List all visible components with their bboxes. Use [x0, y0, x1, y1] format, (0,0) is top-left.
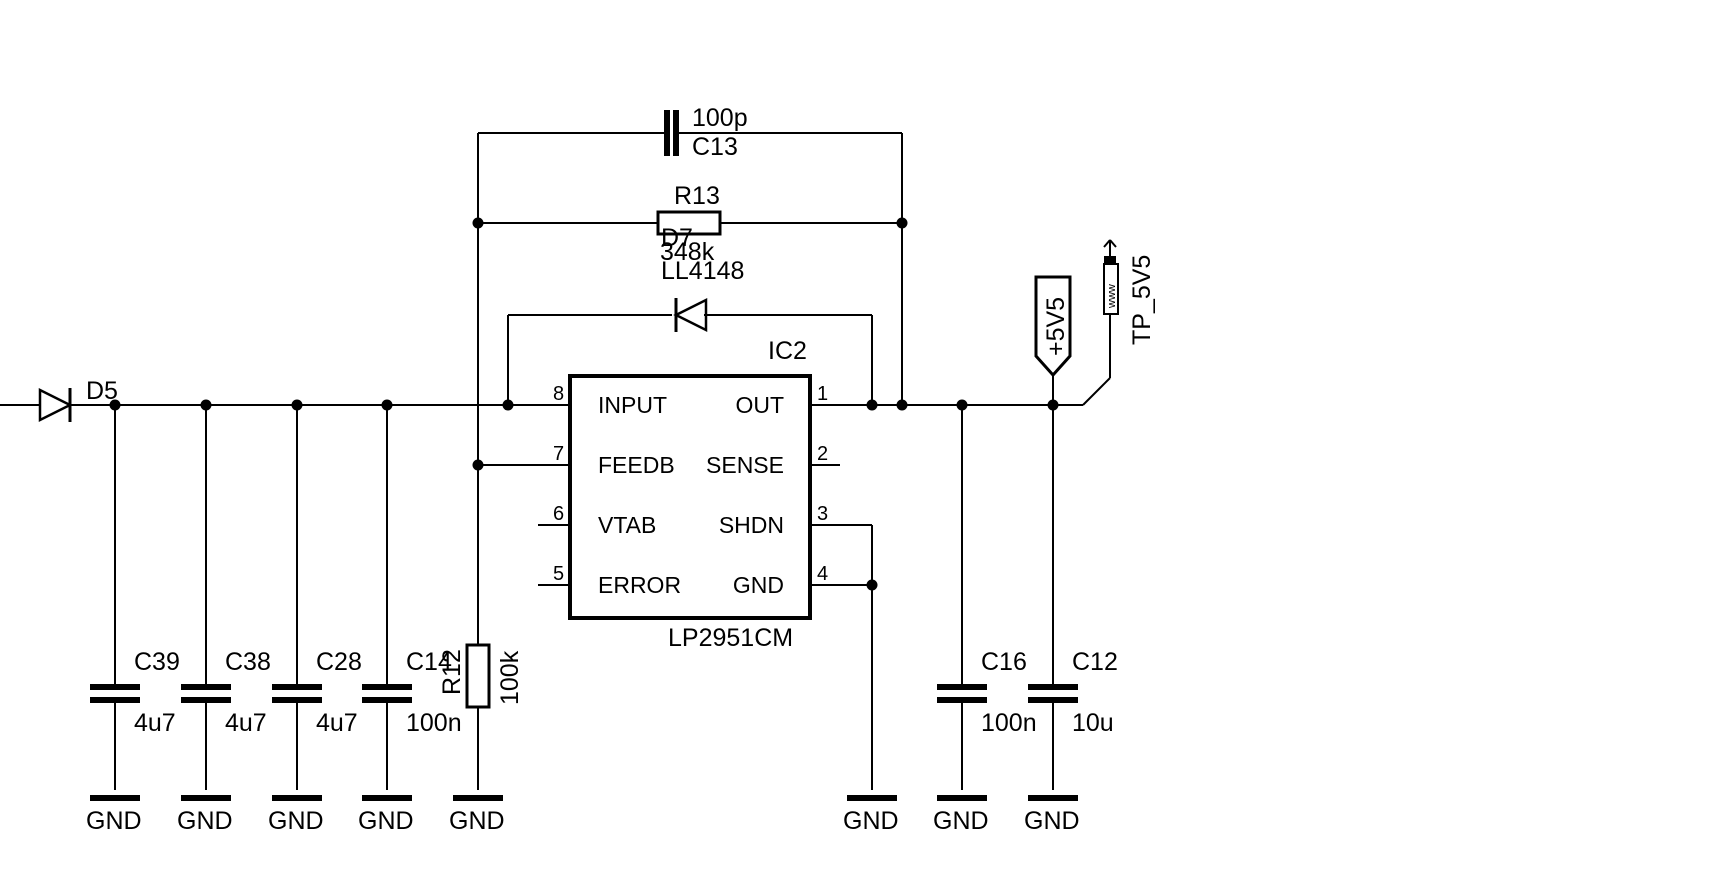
diode-d5[interactable]: D5: [38, 377, 118, 423]
gnd-label: GND: [177, 807, 233, 835]
capacitor-c13-value: 100p: [692, 104, 748, 132]
gnd-label: GND: [86, 807, 142, 835]
capacitor-c39-value: 4u7: [134, 709, 176, 737]
pin-name-gnd: GND: [733, 572, 784, 598]
junctions: [109, 217, 1059, 591]
pin-number-1: 1: [817, 383, 828, 405]
testpoint-marking: www: [1106, 284, 1118, 309]
diode-d7-body: [673, 297, 708, 333]
capacitor-c38[interactable]: C38 4u7: [181, 648, 271, 737]
capacitor-c12-ref: C12: [1072, 648, 1118, 676]
gnd-label: GND: [843, 807, 899, 835]
gnd-symbol: GND: [843, 795, 899, 835]
capacitor-c39-ref: C39: [134, 648, 180, 676]
capacitor-c39[interactable]: C39 4u7: [90, 648, 180, 737]
resistor-r13[interactable]: R13 348k: [656, 182, 722, 266]
resistor-r12[interactable]: R12 100k: [438, 643, 524, 709]
capacitor-c38-value: 4u7: [225, 709, 267, 737]
gnd-label: GND: [358, 807, 414, 835]
resistor-r12-value: 100k: [496, 650, 524, 705]
pin-name-feedb: FEEDB: [598, 452, 675, 478]
diode-d5-ref: D5: [86, 377, 118, 405]
gnd-symbol: GND: [933, 795, 989, 835]
capacitor-c16-value: 100n: [981, 709, 1037, 737]
capacitor-c14-ref: C14: [406, 648, 452, 676]
ic-body: [568, 374, 812, 620]
gnd-symbol: GND: [86, 795, 142, 835]
pin-number-3: 3: [817, 503, 828, 525]
resistor-r12-ref: R12: [438, 649, 466, 695]
resistor-r12-body: [465, 643, 491, 709]
supply-flag-shape: [1034, 275, 1072, 378]
resistor-r13-value: 348k: [660, 238, 715, 266]
gnd-symbol: GND: [449, 795, 505, 835]
gnd-label: GND: [449, 807, 505, 835]
gnd-symbols: GND GND GND GND GND GND GND GND: [86, 795, 1080, 835]
gnd-symbol: GND: [1024, 795, 1080, 835]
gnd-label: GND: [1024, 807, 1080, 835]
testpoint-tp5v5[interactable]: www TP_5V5: [1103, 239, 1156, 345]
pin-name-out: OUT: [735, 392, 784, 418]
resistor-r13-ref: R13: [674, 182, 720, 210]
supply-flag-label: +5V5: [1042, 297, 1070, 356]
gnd-symbol: GND: [268, 795, 324, 835]
capacitor-c28[interactable]: C28 4u7: [272, 648, 362, 737]
diode-d7[interactable]: D7 LL4148: [661, 224, 744, 333]
pin-number-6: 6: [553, 503, 564, 525]
pin-number-5: 5: [553, 563, 564, 585]
testpoint-body: [1103, 263, 1119, 315]
diode-d7-ref: D7: [661, 224, 693, 252]
testpoint-pad: [1104, 256, 1116, 266]
resistor-r13-body: [656, 210, 722, 236]
capacitor-c13[interactable]: 100p C13: [664, 104, 748, 161]
pin-name-shdn: SHDN: [719, 512, 784, 538]
testpoint-label: TP_5V5: [1128, 255, 1156, 345]
pin-name-input: INPUT: [598, 392, 667, 418]
capacitor-c16-ref: C16: [981, 648, 1027, 676]
diode-d5-body: [38, 387, 73, 423]
gnd-label: GND: [268, 807, 324, 835]
supply-flag-5v5[interactable]: +5V5: [1034, 275, 1072, 378]
capacitor-c16[interactable]: C16 100n: [937, 648, 1037, 737]
gnd-symbol: GND: [177, 795, 233, 835]
diode-d7-value: LL4148: [661, 257, 744, 285]
gnd-label: GND: [933, 807, 989, 835]
ic-lp2951[interactable]: IC2 LP2951CM 8 7 6 5 1 2 3 4 INPUT FEEDB…: [553, 337, 828, 652]
capacitor-c38-ref: C38: [225, 648, 271, 676]
pin-name-vtab: VTAB: [598, 512, 656, 538]
pin-number-7: 7: [553, 443, 564, 465]
capacitor-c12-value: 10u: [1072, 709, 1114, 737]
pin-name-error: ERROR: [598, 572, 681, 598]
capacitor-c14[interactable]: C14 100n: [362, 648, 462, 737]
pin-number-2: 2: [817, 443, 828, 465]
ic-ref: IC2: [768, 337, 807, 365]
capacitor-c28-ref: C28: [316, 648, 362, 676]
pin-number-8: 8: [553, 383, 564, 405]
capacitor-c14-value: 100n: [406, 709, 462, 737]
capacitor-c12[interactable]: C12 10u: [1028, 648, 1118, 737]
gnd-symbol: GND: [358, 795, 414, 835]
pin-number-4: 4: [817, 563, 828, 585]
capacitor-c28-value: 4u7: [316, 709, 358, 737]
ic-value: LP2951CM: [668, 624, 793, 652]
pin-name-sense: SENSE: [706, 452, 784, 478]
capacitor-c13-ref: C13: [692, 133, 738, 161]
